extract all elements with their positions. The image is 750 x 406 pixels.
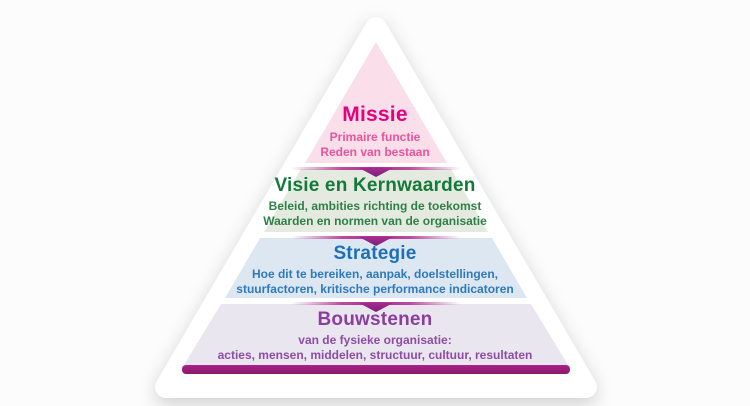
- arrow-down-icon: [291, 236, 461, 246]
- arrow-down-icon: [291, 302, 461, 312]
- arrow-down-icon: [291, 167, 461, 177]
- pyramid-level-bouwstenen-shape: [184, 304, 568, 365]
- pyramid-level-visie-shape: [264, 169, 488, 232]
- pyramid-level-missie-shape: [305, 42, 447, 163]
- pyramid-base-bar: [182, 365, 570, 374]
- pyramid-level-strategie-shape: [225, 238, 527, 298]
